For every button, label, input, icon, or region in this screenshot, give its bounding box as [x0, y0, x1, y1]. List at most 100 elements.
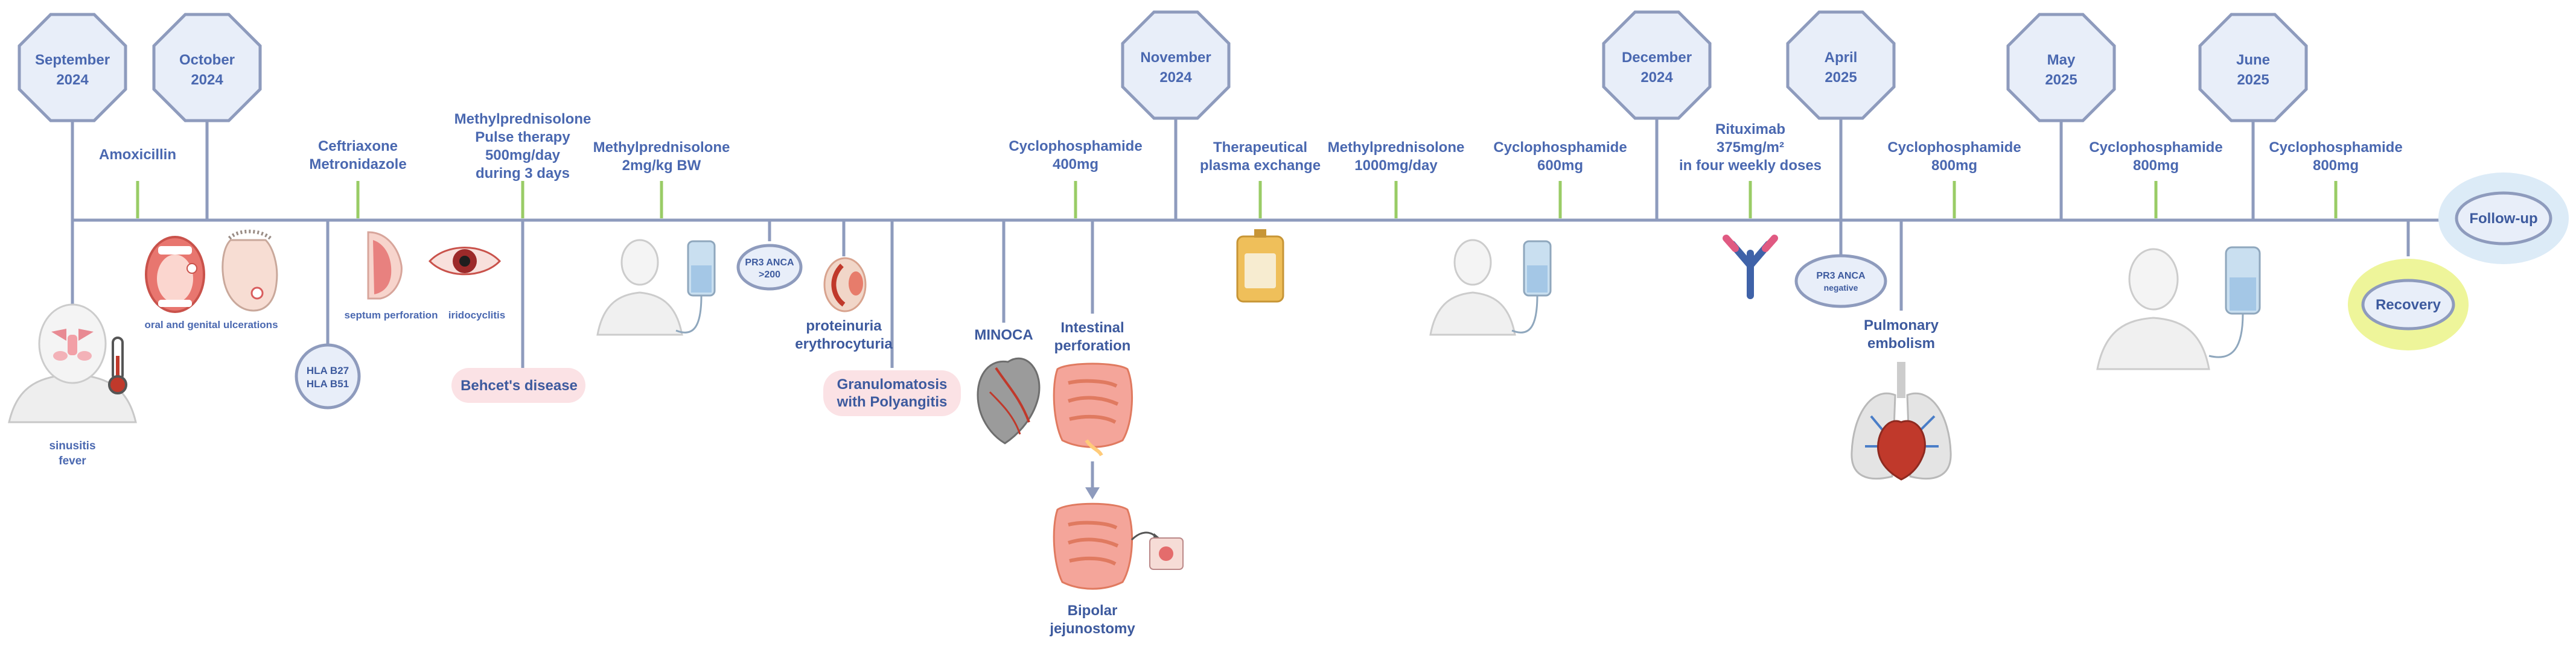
- arrow-down-icon: [1085, 461, 1100, 499]
- finding-minoca: MINOCA: [974, 327, 1033, 343]
- recovery-badge: Recovery: [2348, 259, 2469, 350]
- month-badge-apr-2025: April 2025: [1786, 10, 1896, 120]
- treatment-methylpred-1000-l1: Methylprednisolone: [1328, 139, 1465, 156]
- month-badge-dec-2024: December 2024: [1602, 10, 1712, 120]
- genital-ulcer-icon: [222, 229, 278, 312]
- pr3-anca-neg-label: PR3 ANCA: [1816, 271, 1866, 281]
- finding-fever: fever: [59, 455, 86, 467]
- month-name: May: [2047, 52, 2076, 68]
- treatment-cyclo-800b-l1: Cyclophosphamide: [2089, 139, 2222, 156]
- treatment-plasma-l1: Therapeutical: [1213, 139, 1307, 156]
- month-year: 2024: [56, 72, 89, 88]
- lungs-icon: [1851, 362, 1952, 481]
- treatment-methylpred-1000-l2: 1000mg/day: [1354, 157, 1438, 174]
- jejunostomy-icon: [1053, 502, 1184, 590]
- finding-ulcerations: oral and genital ulcerations: [144, 319, 278, 331]
- treatment-plasma-l2: plasma exchange: [1200, 157, 1321, 174]
- month-badge-jun-2025: June 2025: [2198, 13, 2308, 122]
- diagnosis-behcet: Behcet's disease: [461, 378, 578, 394]
- eye-icon: [428, 247, 502, 276]
- month-name: December: [1622, 49, 1692, 66]
- treatment-methylpred-pulse-l3: 500mg/day: [485, 147, 561, 163]
- finding-iridocyclitis: iridocyclitis: [448, 309, 505, 321]
- followup-badge: Follow-up: [2438, 172, 2569, 264]
- finding-pulmonary-embolism-l2: embolism: [1867, 335, 1935, 352]
- month-badge-sep-2024: September 2024: [18, 13, 127, 122]
- pr3-anca-negative-badge: PR3 ANCA negative: [1794, 254, 1887, 308]
- month-badge-oct-2024: October 2024: [152, 13, 262, 122]
- intestine-icon: [1053, 362, 1133, 457]
- heart-icon: [977, 357, 1041, 445]
- treatment-cyclo-400-l2: 400mg: [1053, 156, 1098, 172]
- treatment-cyclo-400-l1: Cyclophosphamide: [1009, 138, 1142, 154]
- finding-intestinal-perforation-l1: Intestinal: [1060, 320, 1124, 336]
- treatment-methylpred-pulse-l1: Methylprednisolone: [454, 111, 591, 127]
- treatment-amoxicillin: Amoxicillin: [99, 147, 176, 163]
- month-stems: [71, 115, 2255, 220]
- hla-badge: HLA B27 HLA B51: [295, 343, 361, 410]
- treatment-rituximab-l3: in four weekly doses: [1679, 157, 1822, 174]
- treatment-labels: Amoxicillin Ceftriaxone Metronidazole Me…: [99, 111, 2403, 182]
- month-name: September: [35, 52, 110, 68]
- treatment-cyclo-800c-l1: Cyclophosphamide: [2269, 139, 2402, 156]
- sinusitis-figure: [8, 303, 137, 423]
- outcome-followup: Follow-up: [2469, 210, 2537, 227]
- treatment-metronidazole: Metronidazole: [309, 156, 406, 172]
- treatment-methylpred-bw-l1: Methylprednisolone: [593, 139, 730, 156]
- pr3-anca-neg-value: negative: [1824, 283, 1858, 293]
- diagnosis-gpa-l2: with Polyangitis: [837, 394, 948, 410]
- treatment-ticks: [136, 181, 2338, 218]
- treatment-cyclo-800a-l2: 800mg: [1931, 157, 1977, 174]
- outcome-recovery: Recovery: [2376, 297, 2441, 313]
- month-year: 2025: [2237, 72, 2269, 88]
- treatment-methylpred-pulse-l2: Pulse therapy: [475, 129, 570, 145]
- thermometer-icon: [108, 337, 127, 394]
- treatment-methylpred-pulse-l4: during 3 days: [476, 165, 570, 182]
- month-name: October: [179, 52, 235, 68]
- month-badge-may-2025: May 2025: [2006, 13, 2116, 122]
- finding-sinusitis: sinusitis: [49, 440, 95, 452]
- iv-patient-2: [1429, 239, 1552, 336]
- treatment-rituximab-l2: 375mg/m²: [1717, 139, 1784, 156]
- treatment-cyclo-800a-l1: Cyclophosphamide: [1887, 139, 2021, 156]
- treatment-methylpred-bw-l2: 2mg/kg BW: [622, 157, 701, 174]
- month-year: 2024: [1159, 69, 1192, 86]
- finding-jejunostomy-l1: Bipolar: [1068, 603, 1118, 619]
- month-name: June: [2236, 52, 2270, 68]
- month-year: 2024: [1640, 69, 1673, 86]
- month-badge-nov-2024: November 2024: [1121, 10, 1231, 120]
- hla-b51: HLA B51: [307, 378, 349, 390]
- month-year: 2024: [191, 72, 223, 88]
- plasma-bag-icon: [1236, 229, 1284, 303]
- finding-jejunostomy-l2: jejunostomy: [1049, 621, 1135, 637]
- treatment-cyclo-600-l1: Cyclophosphamide: [1493, 139, 1627, 156]
- month-year: 2025: [1825, 69, 1857, 86]
- month-year: 2025: [2045, 72, 2077, 88]
- oral-ulcer-icon: [145, 236, 205, 313]
- behcet-diagnosis-badge: Behcet's disease: [451, 368, 585, 403]
- iv-patient-3: [2096, 246, 2261, 370]
- finding-intestinal-perforation-l2: perforation: [1054, 338, 1131, 354]
- treatment-rituximab-l1: Rituximab: [1715, 121, 1785, 138]
- treatment-ceftriaxone: Ceftriaxone: [318, 138, 398, 154]
- pr3-anca-value: >200: [759, 270, 780, 280]
- finding-erythrocyturia: erythrocyturia: [795, 336, 893, 352]
- iv-patient-1: [596, 239, 716, 336]
- treatment-cyclo-800c-l2: 800mg: [2313, 157, 2359, 174]
- month-name: November: [1140, 49, 1211, 66]
- treatment-cyclo-600-l2: 600mg: [1537, 157, 1583, 174]
- antibody-icon: [1723, 235, 1778, 299]
- finding-proteinuria: proteinuria: [806, 318, 882, 334]
- pr3-anca-label: PR3 ANCA: [745, 258, 794, 268]
- diagnosis-gpa-l1: Granulomatosis: [837, 376, 948, 393]
- pr3-anca-high-badge: PR3 ANCA >200: [736, 244, 803, 291]
- finding-pulmonary-embolism-l1: Pulmonary: [1864, 317, 1939, 334]
- septum-perforation-icon: [367, 231, 403, 300]
- kidney-icon: [823, 257, 867, 312]
- finding-stems: [71, 220, 2410, 368]
- hla-b27: HLA B27: [307, 365, 349, 376]
- gpa-diagnosis-badge: Granulomatosis with Polyangitis: [823, 370, 961, 416]
- month-name: April: [1825, 49, 1858, 66]
